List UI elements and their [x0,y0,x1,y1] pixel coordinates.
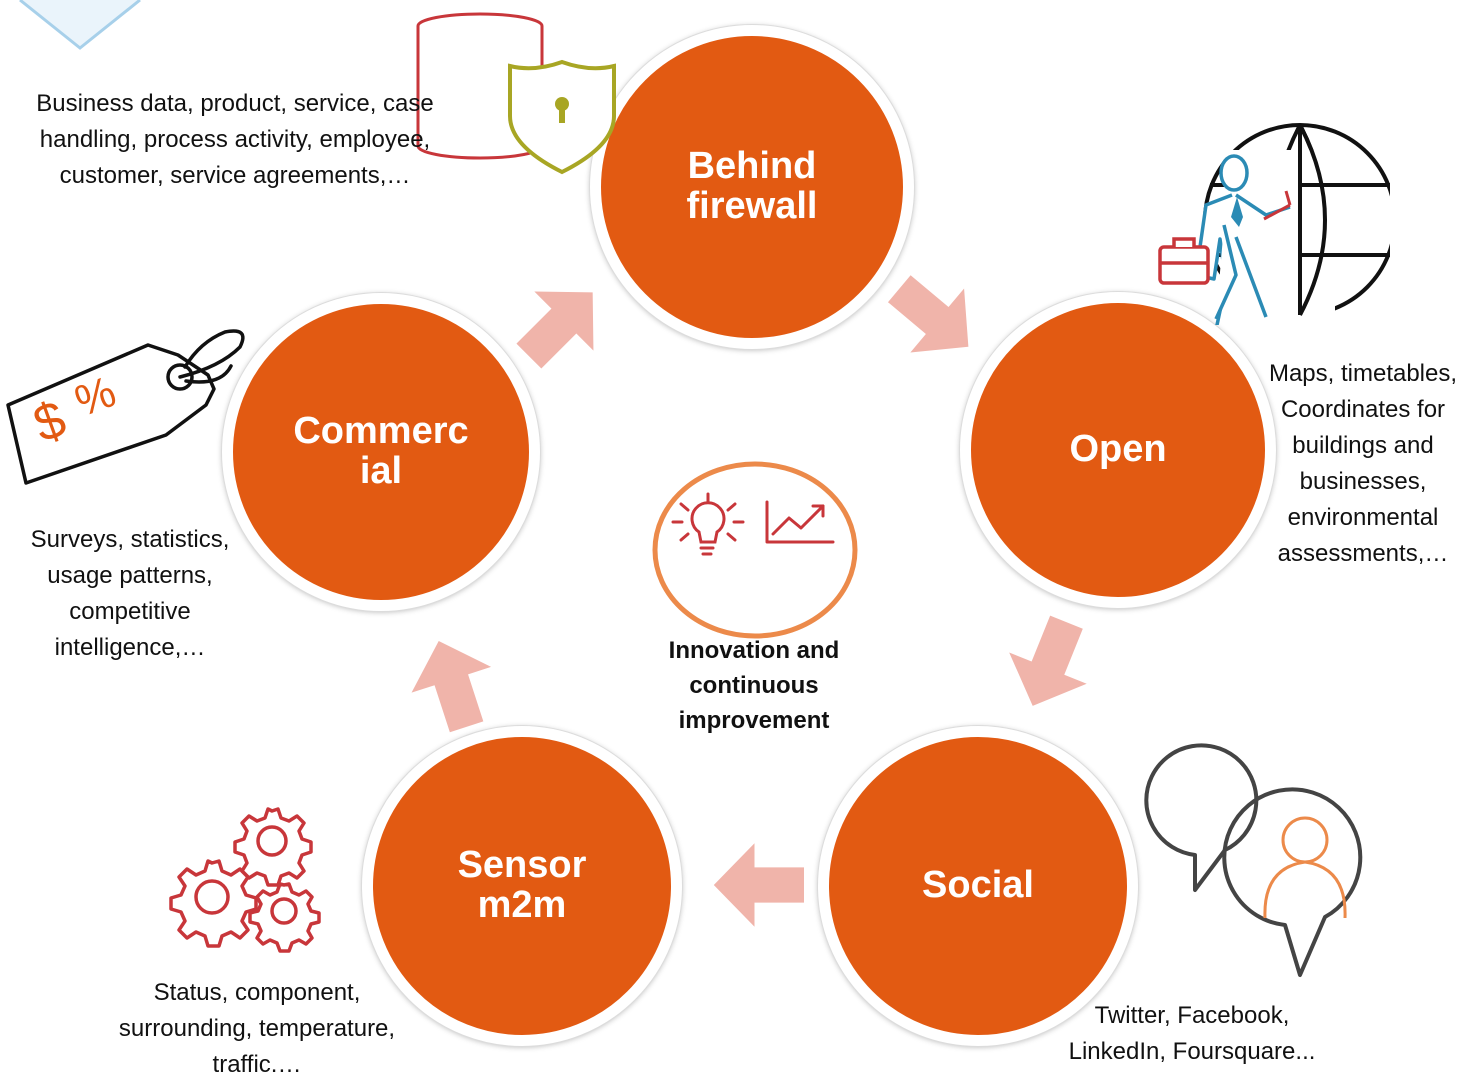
speech-bubbles-user-icon [1144,743,1363,977]
node-behind-firewall-label: Behind firewall [686,145,818,227]
caption-behind-firewall: Business data, product, service, case ha… [36,90,434,189]
node-behind-firewall: Behind firewall [590,25,914,349]
node-social: Social [818,726,1138,1046]
gears-icon [169,807,321,953]
price-tag-icon: $ % [6,329,245,485]
caption-social: Twitter, Facebook, LinkedIn, Foursquare.… [1068,1002,1316,1065]
arrow-social-to-sensor [713,843,804,927]
database-shield-icon [416,12,616,175]
node-commercial: Commerc ial [222,293,540,611]
globe-businessman-icon [1158,123,1390,325]
caption-open: Maps, timetables, Coordinates for buildi… [1268,360,1458,567]
node-social-label: Social [922,864,1034,907]
center-caption: Innovation and continuous improvement [668,637,840,734]
node-open-label: Open [1069,428,1167,471]
caption-commercial: Surveys, statistics, usage patterns, com… [30,526,230,661]
node-sensor-m2m: Sensor m2m [362,726,682,1046]
arrow-sensor-to-commercial [411,641,492,733]
arrow-firewall-to-open [887,275,969,353]
arrow-commercial-to-firewall [516,291,594,369]
lightbulb-chart-icon [652,461,858,639]
node-sensor-m2m-label: Sensor m2m [457,844,587,926]
node-open: Open [960,292,1276,608]
caption-sensor: Status, component, surrounding, temperat… [118,979,396,1078]
arrow-open-to-social [1009,615,1087,706]
node-commercial-label: Commerc ial [293,410,469,492]
decorative-top-chevron [19,0,141,50]
